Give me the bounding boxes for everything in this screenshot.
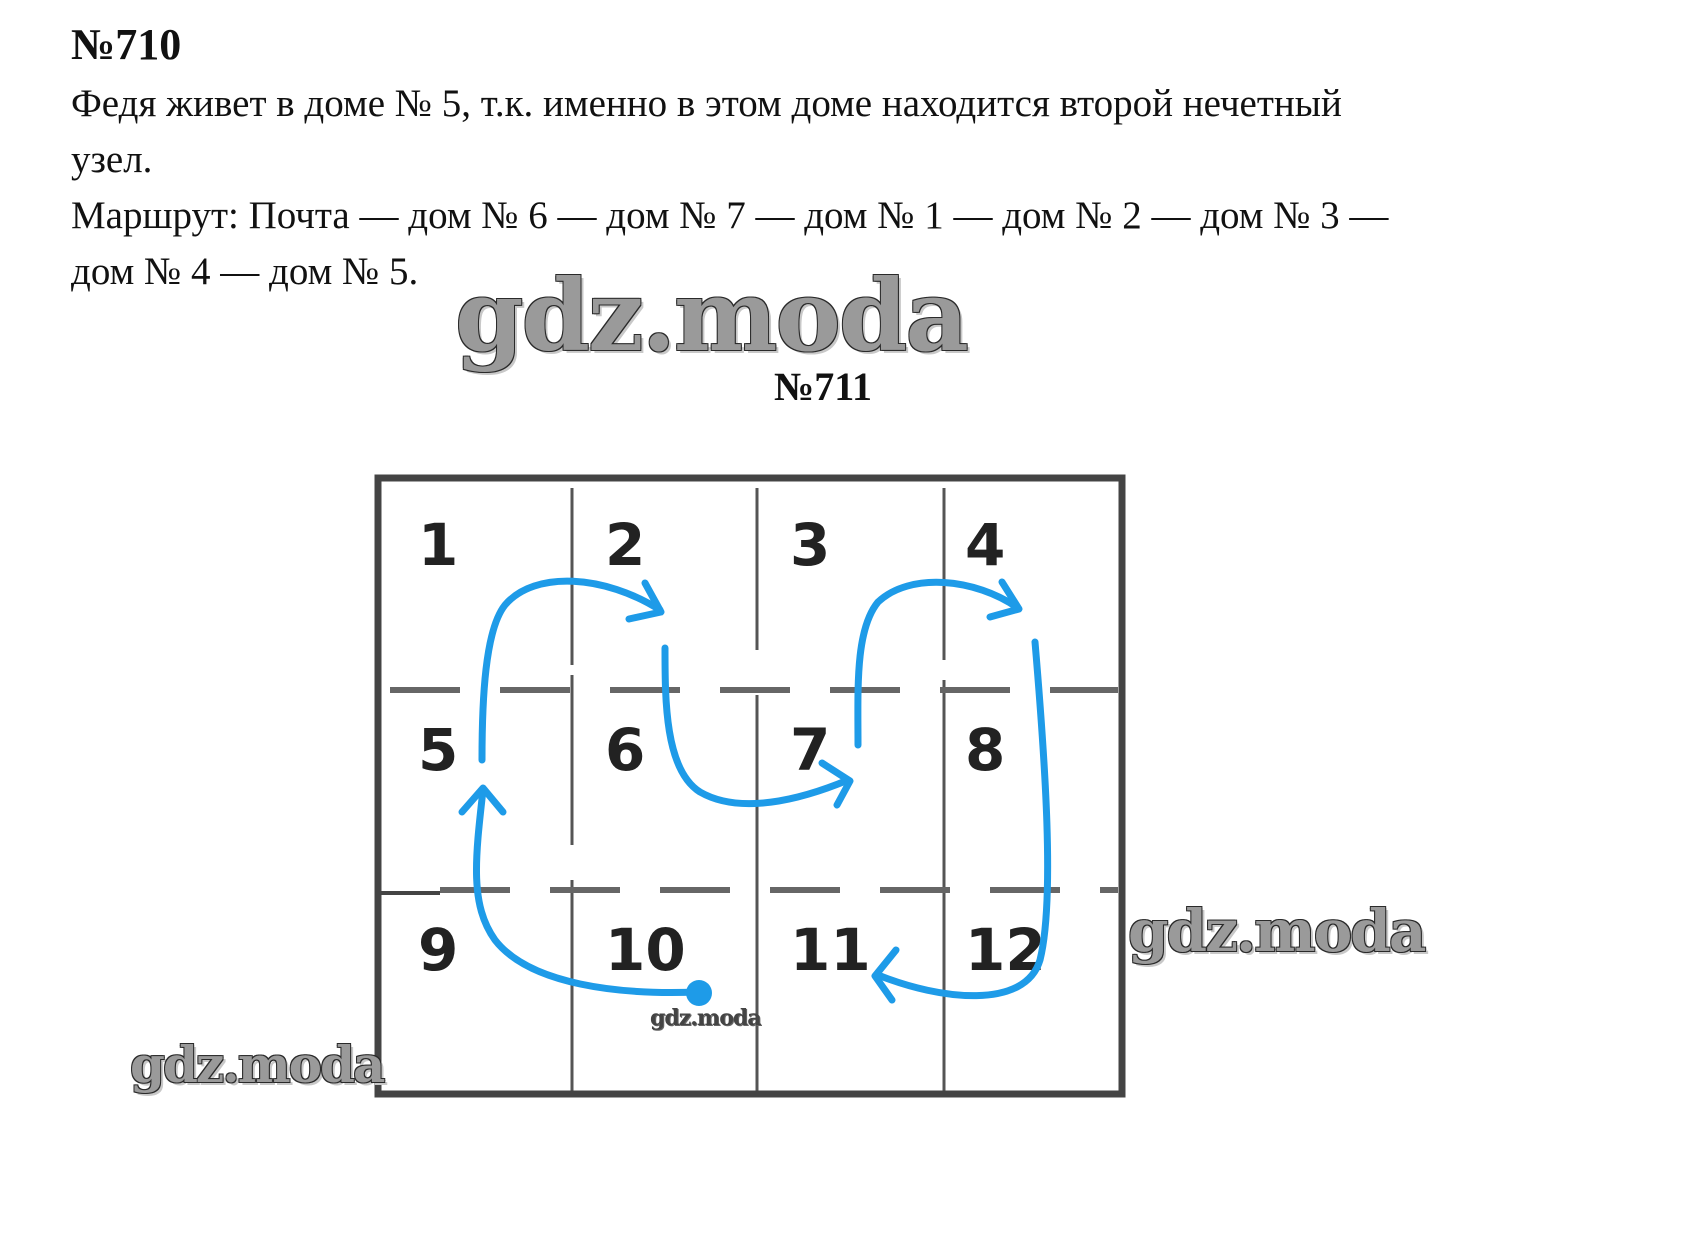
- arrowhead: [871, 946, 900, 1004]
- arrowhead: [625, 579, 665, 623]
- task-710-block: №710 Федя живет в доме № 5, т.к. именно …: [71, 14, 1631, 300]
- house-number-9: 9: [418, 916, 458, 984]
- house-number-8: 8: [965, 716, 1005, 784]
- task-710-number: №710: [71, 20, 182, 69]
- post-office-dot: [686, 980, 712, 1006]
- house-number-3: 3: [790, 511, 830, 579]
- house-number-5: 5: [418, 716, 458, 784]
- grid-outer-border: [374, 474, 1126, 1098]
- arrowhead: [458, 784, 507, 816]
- route-arrow-post-to-5: [472, 786, 701, 996]
- house-number-7: 7: [790, 716, 830, 784]
- route-arrow-4-to-11: [874, 638, 1052, 1000]
- house-number-4: 4: [965, 511, 1005, 579]
- house-number-6: 6: [605, 716, 645, 784]
- task-710-answer-line-1: Федя живет в доме № 5, т.к. именно в это…: [71, 82, 1342, 125]
- task-711-number: №711: [774, 364, 872, 409]
- inner-grid-lines: [570, 488, 946, 1095]
- arrowhead: [986, 578, 1023, 621]
- arrowhead: [818, 759, 854, 809]
- task-710-answer-line-2: узел.: [71, 138, 153, 181]
- middle-row-lines: [390, 687, 1118, 893]
- house-number-10: 10: [605, 916, 686, 984]
- route-arrows: [458, 577, 1052, 1004]
- house-number-2: 2: [605, 511, 645, 579]
- house-number-1: 1: [418, 511, 458, 579]
- task-710-route-line-1: Маршрут: Почта — дом № 6 — дом № 7 — дом…: [71, 194, 1389, 237]
- route-arrow-2-to-7: [661, 644, 852, 808]
- house-number-11: 11: [790, 916, 871, 984]
- route-arrow-5-to-2: [478, 577, 664, 764]
- route-arrow-7-to-4: [854, 578, 1022, 749]
- task-710-route-line-2: дом № 4 — дом № 5.: [71, 250, 419, 293]
